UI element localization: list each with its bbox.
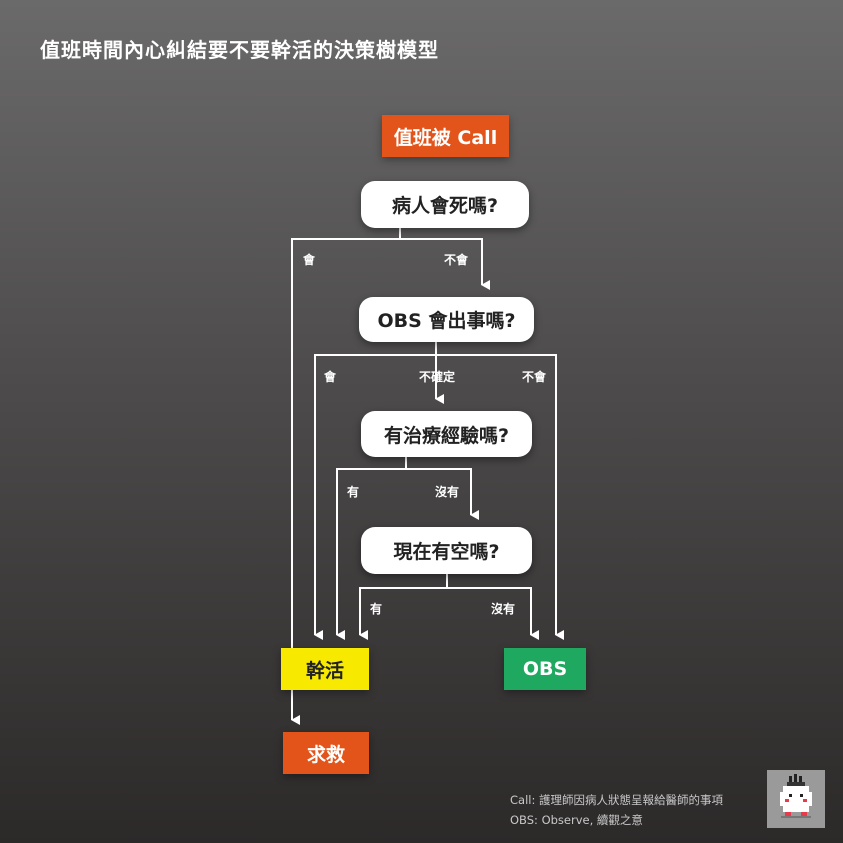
label-obs-yes: 會 — [323, 370, 337, 384]
label-time-yes: 有 — [369, 602, 383, 616]
label-die-yes: 會 — [302, 253, 316, 267]
question-treatment-experience: 有治療經驗嗎? — [361, 411, 532, 457]
edge-die-no — [400, 238, 490, 290]
label-obs-unsure: 不確定 — [418, 370, 456, 384]
result-obs: OBS — [504, 648, 586, 690]
edge-die-yes — [291, 228, 401, 725]
edge-exp-yes — [336, 457, 407, 640]
edge-exp-no — [406, 468, 479, 520]
start-node: 值班被 Call — [382, 115, 509, 157]
question-have-time: 現在有空嗎? — [361, 527, 532, 574]
question-obs-risk: OBS 會出事嗎? — [359, 297, 534, 342]
label-obs-no: 不會 — [521, 370, 547, 384]
label-time-no: 沒有 — [490, 602, 516, 616]
footnote-obs: OBS: Observe, 續觀之意 — [510, 813, 643, 827]
edge-obs-no — [436, 354, 564, 640]
label-exp-no: 沒有 — [434, 485, 460, 499]
pixel-mascot-icon — [767, 770, 825, 828]
result-work: 幹活 — [281, 648, 369, 690]
edge-time-yes — [359, 574, 448, 640]
result-help: 求救 — [283, 732, 369, 774]
label-exp-yes: 有 — [346, 485, 360, 499]
edge-obs-yes — [314, 342, 437, 640]
edge-time-no — [447, 587, 539, 640]
label-die-no: 不會 — [443, 253, 469, 267]
footnote-call: Call: 護理師因病人狀態呈報給醫師的事項 — [510, 793, 723, 807]
page-title: 值班時間內心糾結要不要幹活的決策樹模型 — [40, 38, 439, 62]
question-patient-die: 病人會死嗎? — [361, 181, 529, 228]
